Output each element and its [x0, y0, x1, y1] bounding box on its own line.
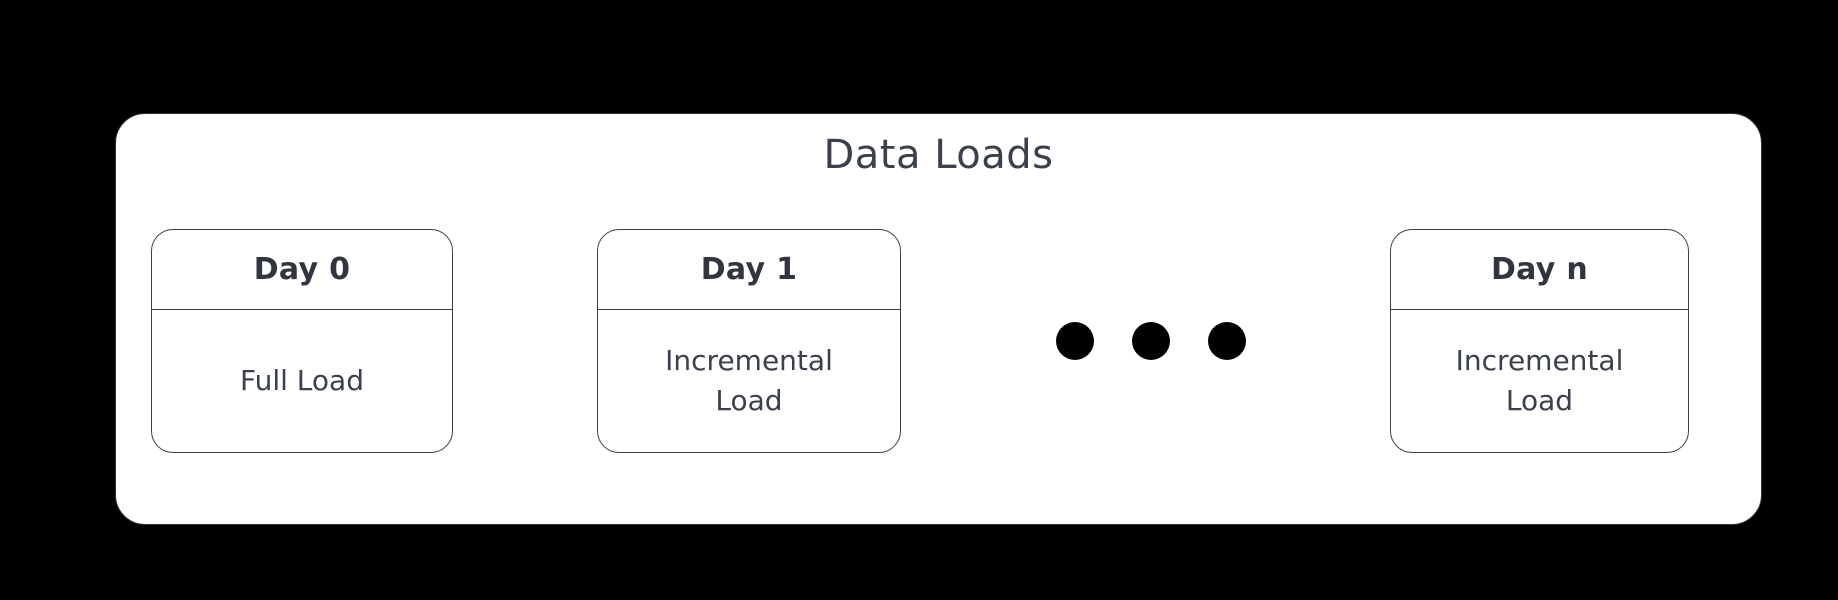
card-day-0-body: Full Load [152, 310, 452, 452]
card-day-1[interactable]: Day 1 Incremental Load [597, 229, 901, 453]
card-day-1-body-text: Incremental Load [665, 344, 833, 417]
card-day-n-body-text: Incremental Load [1455, 344, 1624, 417]
ellipsis-dot-3-icon [1208, 322, 1246, 360]
ellipsis-dot-1-icon [1056, 322, 1094, 360]
card-day-n[interactable]: Day n Incremental Load [1390, 229, 1689, 453]
card-day-0-header: Day 0 [152, 230, 452, 310]
card-day-0[interactable]: Day 0 Full Load [151, 229, 453, 453]
card-day-n-header: Day n [1391, 230, 1688, 310]
panel-title: Data Loads [823, 132, 1054, 178]
data-loads-panel: Data Loads Day 0 Full Load Day 1 Increme… [115, 113, 1762, 525]
card-day-1-header: Day 1 [598, 230, 900, 310]
ellipsis-dot-2-icon [1132, 322, 1170, 360]
card-day-0-body-text: Full Load [240, 364, 364, 398]
ellipsis-dots [1056, 319, 1246, 363]
card-day-n-body: Incremental Load [1391, 310, 1688, 452]
card-day-1-body: Incremental Load [598, 310, 900, 452]
